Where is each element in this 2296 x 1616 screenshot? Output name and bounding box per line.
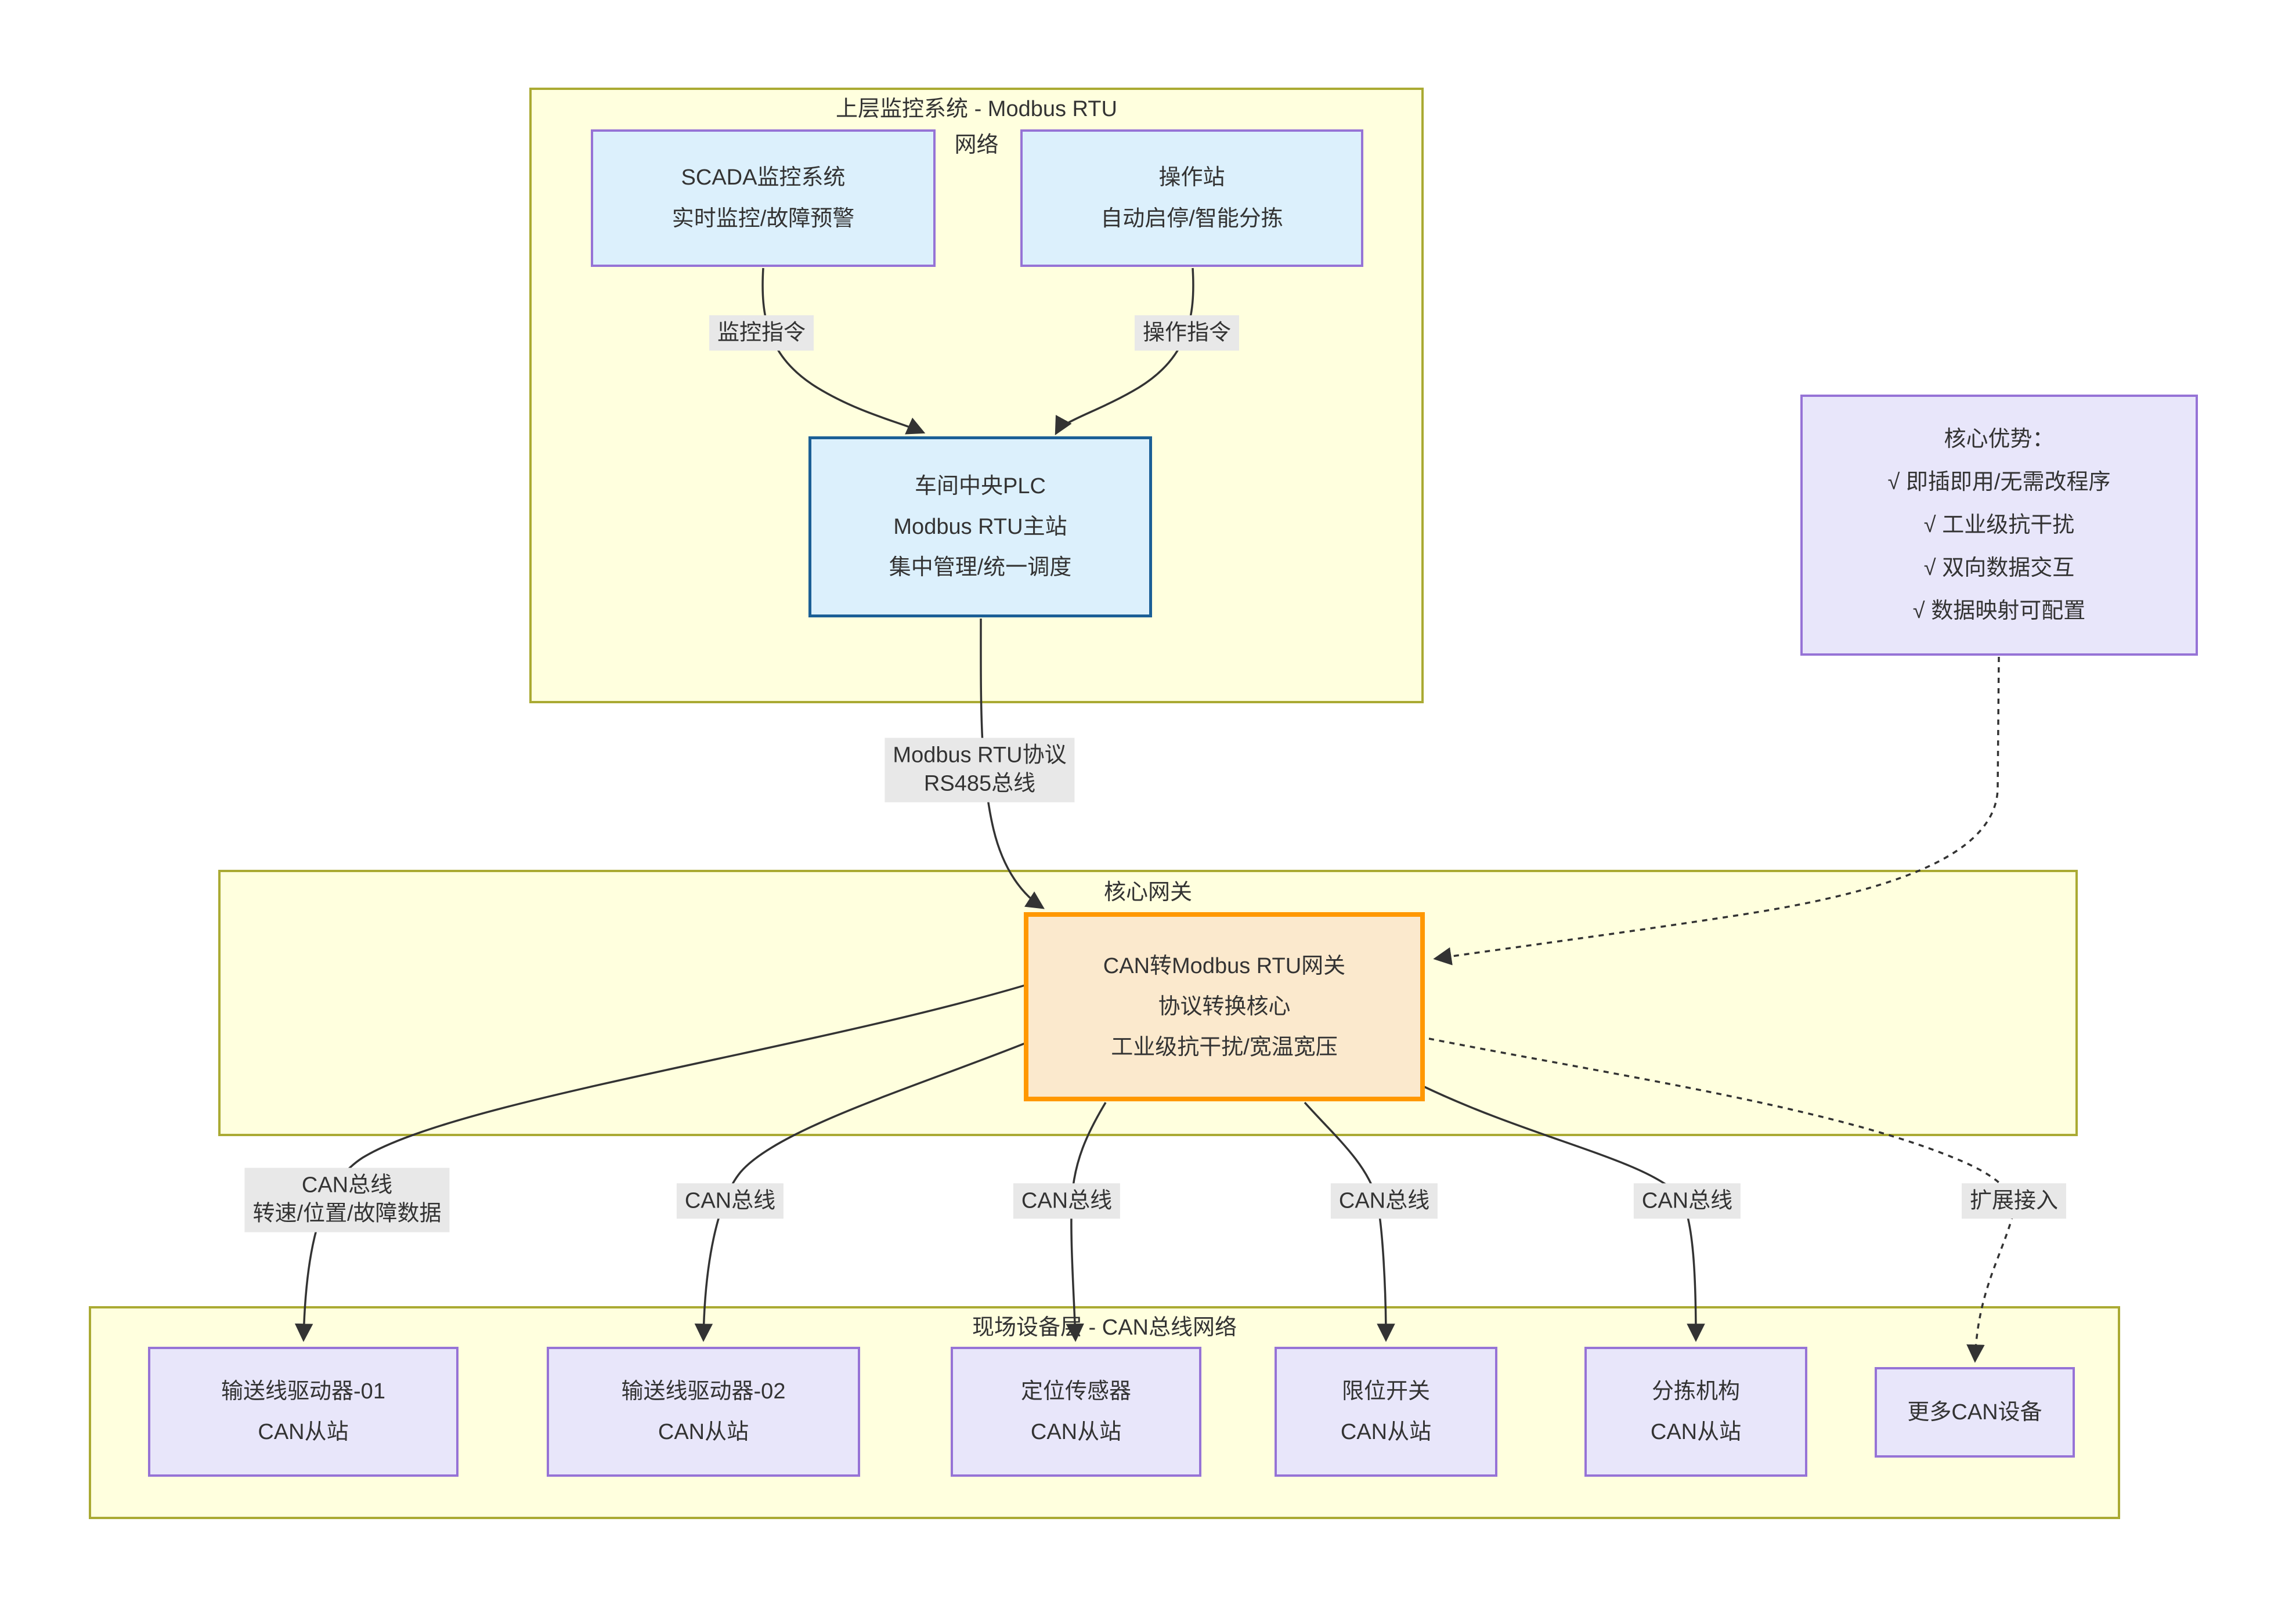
node-can-modbus-gateway-line1: CAN转Modbus RTU网关: [1103, 953, 1346, 978]
edge-advantages-to-gateway-dotted: [1433, 656, 2000, 966]
section-upper-title-line2: 网络: [954, 132, 999, 157]
node-limit-switch-line1: 限位开关: [1341, 1379, 1430, 1404]
edge-gateway-to-limit-switch: [1304, 1101, 1395, 1342]
section-upper-title: 上层监控系统 - Modbus RTU 网络: [529, 92, 1424, 163]
node-core-advantages-item2: √ 工业级抗干扰: [1923, 512, 2075, 537]
edge-label-can1: CAN总线转速/位置/故障数据: [244, 1167, 450, 1232]
node-position-sensor: 定位传感器 CAN从站: [951, 1347, 1201, 1477]
edge-label-monitor-command: 监控指令: [709, 315, 814, 351]
node-sorting-mechanism: 分拣机构 CAN从站: [1584, 1347, 1807, 1477]
edge-label-operate-command: 操作指令: [1134, 315, 1240, 351]
section-upper-title-line1: 上层监控系统 - Modbus RTU: [836, 97, 1117, 121]
node-conveyor-driver-02-line2: CAN从站: [658, 1420, 749, 1444]
edge-label-can1-line2: 转速/位置/故障数据: [252, 1202, 442, 1226]
edge-hmi-to-plc: [1055, 267, 1194, 436]
edge-gateway-to-driver1: [294, 984, 1026, 1342]
edge-gateway-to-driver2: [694, 1042, 1026, 1342]
node-core-advantages-title: 核心优势：: [1944, 426, 2055, 451]
node-sorting-mechanism-line1: 分拣机构: [1651, 1379, 1740, 1404]
node-more-can-devices: 更多CAN设备: [1875, 1367, 2075, 1458]
edge-plc-to-gateway: [980, 618, 1045, 909]
node-central-plc-line2: Modbus RTU主站: [893, 514, 1067, 539]
node-central-plc-line1: 车间中央PLC: [915, 473, 1046, 498]
edge-label-modbus-line2: RS485总线: [923, 772, 1036, 796]
node-conveyor-driver-01-line2: CAN从站: [258, 1420, 349, 1444]
node-scada-line1: SCADA监控系统: [681, 165, 846, 190]
node-conveyor-driver-02-line1: 输送线驱动器-02: [621, 1379, 786, 1404]
node-position-sensor-line1: 定位传感器: [1020, 1379, 1131, 1404]
node-conveyor-driver-01-line1: 输送线驱动器-01: [221, 1379, 385, 1404]
node-conveyor-driver-02: 输送线驱动器-02 CAN从站: [547, 1347, 860, 1477]
node-central-plc-line3: 集中管理/统一调度: [889, 555, 1072, 580]
edge-label-can1-line1: CAN总线: [301, 1173, 393, 1198]
node-operator-station: 操作站 自动启停/智能分拣: [1020, 129, 1363, 267]
node-can-modbus-gateway-line2: 协议转换核心: [1158, 994, 1291, 1019]
node-position-sensor-line2: CAN从站: [1030, 1420, 1122, 1444]
node-conveyor-driver-01: 输送线驱动器-01 CAN从站: [148, 1347, 459, 1477]
node-central-plc: 车间中央PLC Modbus RTU主站 集中管理/统一调度: [808, 436, 1152, 617]
node-operator-station-line1: 操作站: [1158, 165, 1225, 190]
edge-label-can3: CAN总线: [1013, 1183, 1121, 1219]
node-core-advantages: 核心优势： √ 即插即用/无需改程序 √ 工业级抗干扰 √ 双向数据交互 √ 数…: [1800, 395, 2198, 656]
node-core-advantages-item4: √ 数据映射可配置: [1912, 599, 2086, 624]
node-operator-station-line2: 自动启停/智能分拣: [1100, 206, 1283, 231]
edge-label-can5: CAN总线: [1633, 1183, 1741, 1219]
node-sorting-mechanism-line2: CAN从站: [1650, 1420, 1742, 1444]
node-limit-switch: 限位开关 CAN从站: [1275, 1347, 1497, 1477]
edge-label-modbus-rs485: Modbus RTU协议 RS485总线: [885, 737, 1075, 802]
node-core-advantages-item3: √ 双向数据交互: [1923, 556, 2075, 581]
node-limit-switch-line2: CAN从站: [1340, 1420, 1432, 1444]
edge-scada-to-plc: [761, 267, 926, 435]
section-field-title: 现场设备层 - CAN总线网络: [972, 1315, 1237, 1340]
node-more-can-devices-line1: 更多CAN设备: [1907, 1400, 2042, 1425]
edge-gateway-to-sensor: [1066, 1102, 1107, 1342]
edge-label-expand-access: 扩展接入: [1961, 1183, 2067, 1219]
edge-label-can2: CAN总线: [676, 1183, 784, 1219]
edge-label-can4: CAN总线: [1330, 1183, 1438, 1219]
node-core-advantages-item1: √ 即插即用/无需改程序: [1887, 469, 2111, 494]
node-scada: SCADA监控系统 实时监控/故障预警: [591, 129, 936, 267]
edge-label-modbus-line1: Modbus RTU协议: [893, 743, 1067, 768]
section-core-title: 核心网关: [1103, 880, 1192, 905]
node-can-modbus-gateway: CAN转Modbus RTU网关 协议转换核心 工业级抗干扰/宽温宽压: [1024, 912, 1425, 1101]
edge-gateway-to-more-devices-dotted: [1428, 1037, 2015, 1363]
node-scada-line2: 实时监控/故障预警: [672, 206, 855, 231]
node-can-modbus-gateway-line3: 工业级抗干扰/宽温宽压: [1111, 1035, 1338, 1060]
